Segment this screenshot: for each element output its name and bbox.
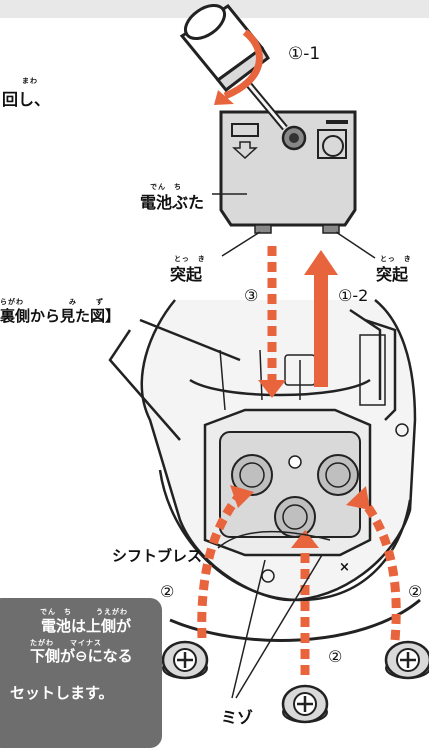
battery-cover [219, 110, 357, 234]
protrusion-right-ruby: とっ き [380, 255, 412, 263]
callout-line-1: 電池は上側が [41, 617, 132, 635]
callout-ruby-1: でん ち うえがわ [40, 608, 128, 616]
protrusion-right-leader [335, 231, 376, 259]
screw-center [281, 684, 329, 724]
battery-cover-ruby: でん ち [150, 183, 182, 191]
step-2-right-label: ② [408, 582, 423, 601]
screw-right-arrowhead-icon [346, 486, 370, 510]
screw-center-arrowhead-icon [291, 530, 319, 548]
screw-right [384, 640, 429, 680]
rotate-arrow-icon [223, 29, 263, 100]
ruby-mi: み [69, 298, 77, 306]
groove-label: ミゾ [221, 708, 254, 727]
screwdriver [179, 3, 288, 131]
step-2-center-label: ② [328, 647, 343, 666]
callout-ruby-2: たがわ マイナス [30, 639, 102, 647]
step-3-label: ③ [244, 286, 259, 305]
step-2-left-label: ② [160, 582, 175, 601]
shift-brace-label: シフトブレス [112, 547, 203, 565]
groove-leader-right [235, 554, 323, 699]
insert-down-arrowhead-icon [258, 380, 286, 398]
protrusion-left-ruby: とっ き [174, 255, 206, 263]
shift-brace-leader [217, 530, 331, 549]
callout-line-2: 下側が⊖になる [30, 647, 133, 665]
battery-compartment [203, 408, 372, 557]
screw-left-arrow [197, 492, 244, 639]
protrusion-left-label: 突起 [170, 265, 203, 284]
ruby-mawa: まわ [22, 77, 38, 85]
remove-up-arrow [314, 275, 328, 387]
step-1-2-label: ①-2 [338, 286, 369, 305]
battery-orientation-callout: でん ち うえがわ 電池は上側が たがわ マイナス 下側が⊖になる セットします… [0, 598, 162, 748]
protrusion-right-label: 突起 [376, 265, 409, 284]
protrusion-left-leader [221, 231, 261, 257]
instruction-text-turn: 回し、 [2, 90, 51, 109]
groove-leader-left [231, 559, 266, 699]
remove-up-arrowhead-icon [304, 250, 338, 275]
screw-left [161, 640, 209, 680]
battery-cover-label: 電池ぶた [140, 193, 205, 212]
step-1-1-label: ①-1 [288, 44, 321, 64]
rotate-arrowhead-icon [214, 90, 234, 105]
view-caption: 裏側から見た図】 [0, 307, 121, 325]
callout-line-3: セットします。 [10, 684, 114, 702]
x-mark: × [339, 560, 350, 575]
ruby-zu: ず [96, 298, 104, 306]
screw-left-arrowhead-icon [230, 485, 254, 508]
ruby-uragawa: らがわ [0, 298, 24, 306]
